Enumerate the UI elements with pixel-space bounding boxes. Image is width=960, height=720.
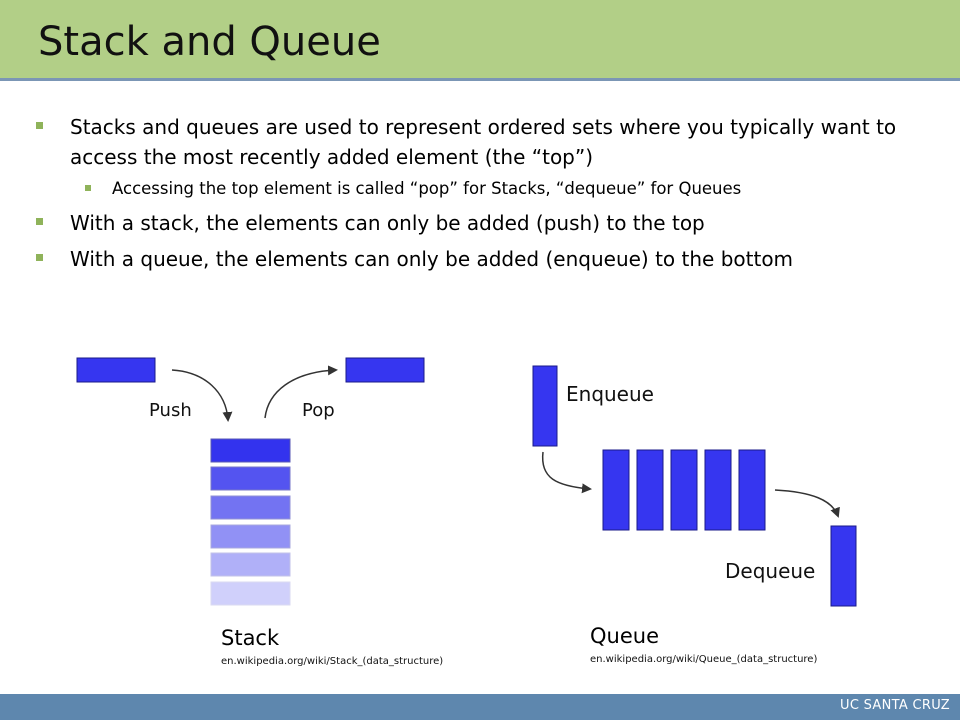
pop-arrow: [264, 365, 338, 419]
queue-block: [670, 449, 698, 531]
bullet-stacks-queues: Stacks and queues are used to represent …: [30, 112, 930, 172]
stack-block: [210, 495, 291, 520]
title-divider: [0, 78, 960, 81]
pop-element-block: [345, 357, 425, 383]
stack-block-top: [210, 438, 291, 463]
push-label: Push: [149, 400, 192, 421]
sub-bullet-pop-dequeue: Accessing the top element is called “pop…: [30, 176, 930, 202]
footer-text: UC SANTA CRUZ: [840, 698, 950, 713]
queue-block: [704, 449, 732, 531]
footer-bar: [0, 694, 960, 720]
stack-caption: Stack: [221, 626, 280, 650]
stack-block: [210, 524, 291, 549]
title-bar: [0, 0, 960, 78]
stack-block-bottom: [210, 581, 291, 606]
dequeue-label: Dequeue: [725, 559, 815, 583]
pop-label: Pop: [302, 400, 335, 421]
queue-block: [602, 449, 630, 531]
stack-source-link[interactable]: en.wikipedia.org/wiki/Stack_(data_struct…: [221, 656, 444, 667]
bullet-queue-enqueue: With a queue, the elements can only be a…: [30, 244, 930, 274]
enqueue-arrow: [541, 451, 592, 494]
queue-source-link[interactable]: en.wikipedia.org/wiki/Queue_(data_struct…: [590, 654, 818, 665]
enqueue-label: Enqueue: [566, 382, 654, 406]
queue-block: [636, 449, 664, 531]
dequeue-element-block: [830, 525, 857, 607]
bullet-list: Stacks and queues are used to represent …: [30, 112, 930, 280]
stack-block: [210, 552, 291, 577]
enqueue-element-block: [532, 365, 558, 447]
push-arrow: [171, 369, 233, 422]
push-element-block: [76, 357, 156, 383]
stack-block: [210, 466, 291, 491]
slide-title: Stack and Queue: [38, 19, 381, 65]
bullet-stack-push: With a stack, the elements can only be a…: [30, 208, 930, 238]
queue-caption: Queue: [590, 624, 659, 648]
queue-block: [738, 449, 766, 531]
dequeue-arrow: [774, 489, 840, 518]
